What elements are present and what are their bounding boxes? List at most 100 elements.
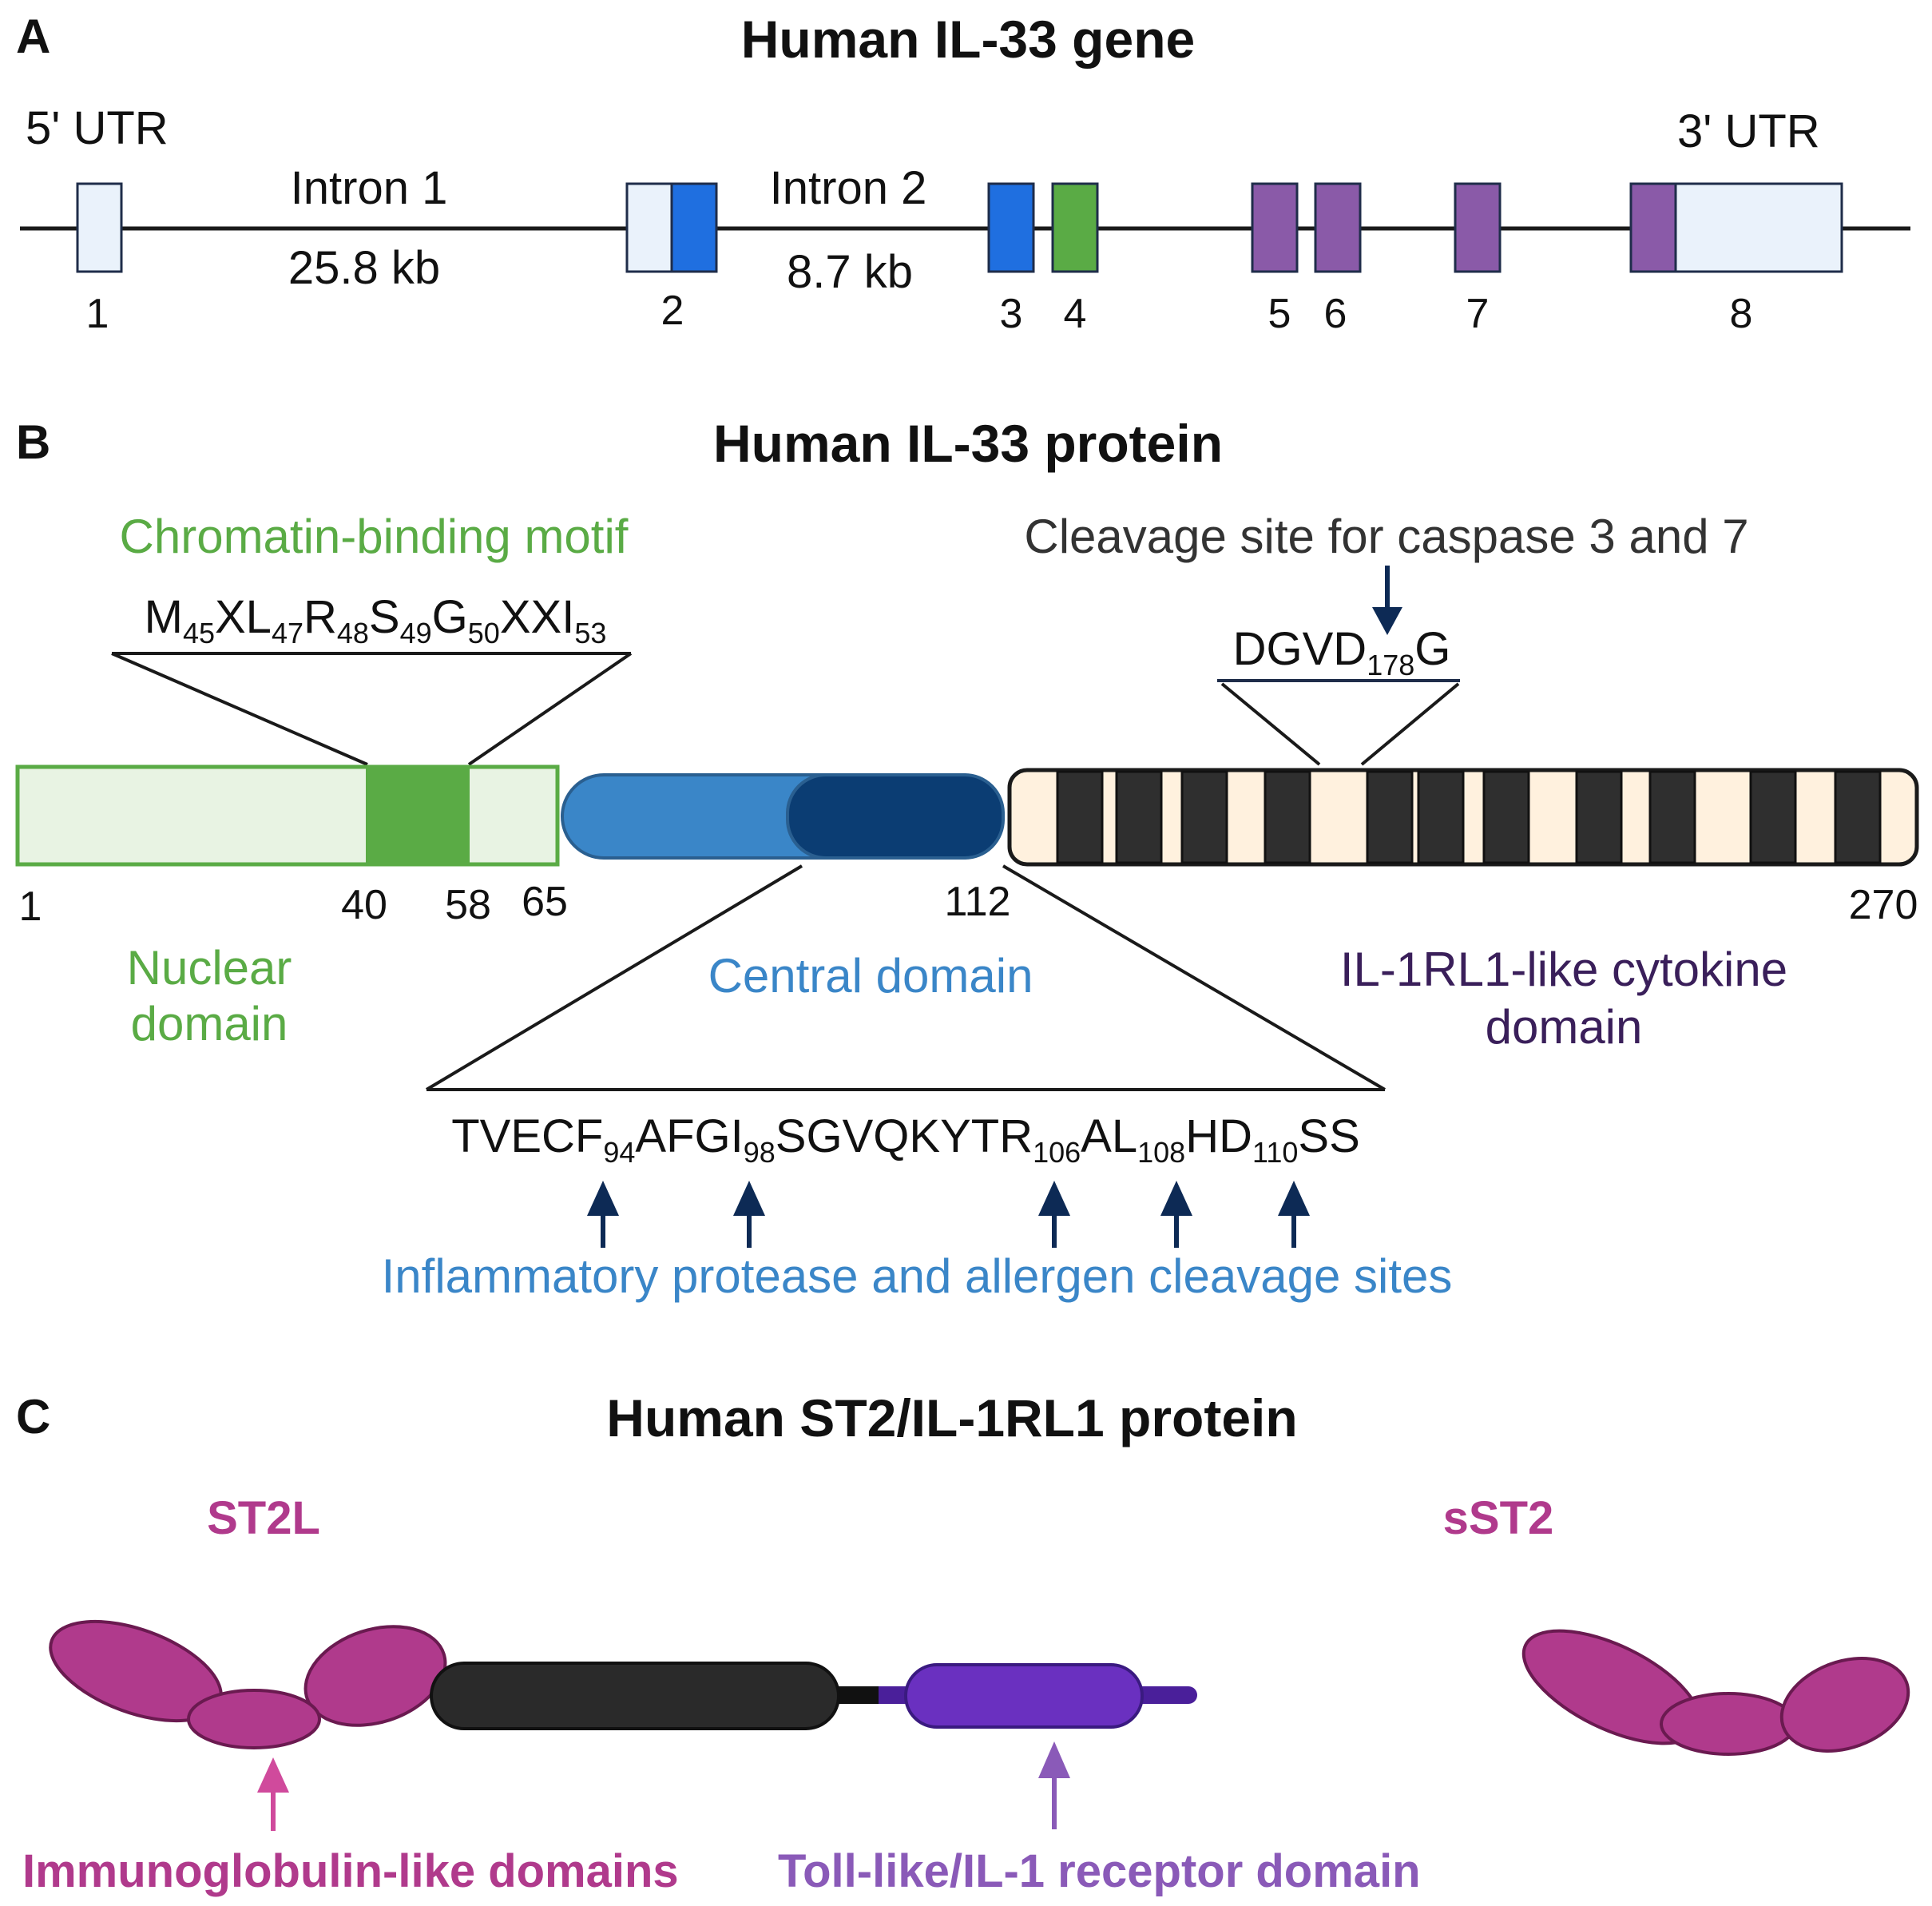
beta-strand-stripes bbox=[1056, 770, 1882, 864]
panel-letter-c: C bbox=[16, 1390, 50, 1443]
sst2-label: sST2 bbox=[1443, 1492, 1554, 1544]
sequence-subscript: 45 bbox=[183, 617, 215, 649]
sequence-subscript: 94 bbox=[603, 1136, 635, 1169]
sequence-subscript: 49 bbox=[400, 617, 432, 649]
st2l-protein bbox=[49, 1619, 1197, 1749]
nuclear-domain-bar bbox=[15, 764, 560, 867]
exon-number: 4 bbox=[1064, 291, 1087, 337]
exon-8 bbox=[1629, 182, 1677, 273]
sequence-subscript: 50 bbox=[468, 617, 500, 649]
central-domain-cleavage-region bbox=[786, 773, 1005, 860]
up-arrow-icon bbox=[587, 1181, 619, 1248]
position-label: 58 bbox=[445, 882, 491, 928]
sequence-residues: DGVD bbox=[1233, 623, 1367, 675]
up-arrow-icon bbox=[1038, 1741, 1070, 1829]
beta-strand-stripe bbox=[1749, 770, 1797, 864]
ig-domain-2 bbox=[1660, 1692, 1797, 1756]
zoom-line bbox=[111, 652, 368, 766]
cytokine-domain-label: IL-1RL1-like cytokine bbox=[1340, 943, 1787, 996]
central-domain-sequence: TVECF94AFGI98SGVQKYTR106AL108HD110SS bbox=[451, 1110, 1360, 1169]
exon-1 bbox=[76, 182, 123, 273]
zoom-line bbox=[467, 652, 633, 766]
panel-c: C Human ST2/IL-1RL1 protein ST2L sST2 bbox=[16, 1388, 1910, 1897]
exon-7 bbox=[1454, 182, 1502, 273]
sequence-subscript: 178 bbox=[1367, 649, 1414, 681]
beta-strand-stripe bbox=[1648, 770, 1696, 864]
intron2-name: Intron 2 bbox=[770, 162, 927, 214]
caspase-arrow-head-icon bbox=[1372, 607, 1402, 635]
protein-title: Human IL-33 protein bbox=[713, 414, 1223, 473]
zoom-line bbox=[425, 864, 803, 1091]
exon-number: 7 bbox=[1466, 291, 1490, 337]
beta-strand-stripe bbox=[1417, 770, 1465, 864]
intron1-size: 25.8 kb bbox=[288, 242, 440, 294]
exon-number: 6 bbox=[1324, 291, 1347, 337]
exon-4 bbox=[1051, 182, 1099, 273]
ig-domain-2 bbox=[187, 1689, 321, 1749]
sequence-residues: HD bbox=[1185, 1110, 1252, 1162]
sequence-residues: R bbox=[303, 591, 337, 643]
sequence-subscript: 53 bbox=[574, 617, 606, 649]
exon-2 bbox=[670, 182, 718, 273]
sequence-subscript: 47 bbox=[272, 617, 303, 649]
sequence-subscript: 106 bbox=[1033, 1136, 1081, 1169]
zoom-line bbox=[1360, 682, 1460, 766]
protease-cleavage-label: Inflammatory protease and allergen cleav… bbox=[382, 1249, 1453, 1303]
chromatin-binding-region bbox=[366, 767, 470, 864]
up-arrow-icon bbox=[1038, 1181, 1070, 1248]
beta-strand-stripe bbox=[1115, 770, 1163, 864]
sequence-subscript: 48 bbox=[337, 617, 369, 649]
gene-title: Human IL-33 gene bbox=[741, 10, 1195, 69]
st2l-extracellular-segment bbox=[430, 1662, 840, 1730]
protease-arrows bbox=[587, 1181, 1310, 1248]
up-arrow-icon bbox=[257, 1757, 289, 1831]
sequence-residues: TVECF bbox=[451, 1110, 603, 1162]
receptor-title: Human ST2/IL-1RL1 protein bbox=[606, 1388, 1297, 1447]
exon-3 bbox=[987, 182, 1035, 273]
tir-domain bbox=[904, 1663, 1144, 1729]
sequence-subscript: 108 bbox=[1137, 1136, 1185, 1169]
utr3-label: 3' UTR bbox=[1677, 105, 1820, 157]
exon-number: 1 bbox=[86, 291, 109, 337]
chromatin-motif-sequence: M45XL47R48S49G50XXI53 bbox=[145, 591, 607, 649]
caspase-cleavage-label: Cleavage site for caspase 3 and 7 bbox=[1024, 510, 1748, 563]
position-label: 65 bbox=[522, 879, 568, 925]
cytokine-domain-label: domain bbox=[1486, 1000, 1643, 1054]
beta-strand-stripe bbox=[1834, 770, 1882, 864]
panel-letter-a: A bbox=[16, 10, 50, 63]
beta-strand-stripe bbox=[1264, 770, 1311, 864]
beta-strand-stripe bbox=[1180, 770, 1228, 864]
zoom-line bbox=[1220, 682, 1321, 766]
panel-b: B Human IL-33 protein Chromatin-binding … bbox=[15, 414, 1919, 1303]
sequence-residues: XL bbox=[215, 591, 272, 643]
panel-letter-b: B bbox=[16, 415, 50, 469]
exon-2-utr bbox=[625, 182, 673, 273]
sequence-subscript: 110 bbox=[1252, 1136, 1298, 1169]
sequence-residues: XXI bbox=[500, 591, 575, 643]
beta-strand-stripe bbox=[1056, 770, 1104, 864]
position-label: 40 bbox=[341, 882, 387, 928]
intron1-name: Intron 1 bbox=[291, 162, 448, 214]
position-label: 112 bbox=[945, 879, 1011, 925]
beta-strand-stripe bbox=[1575, 770, 1623, 864]
sequence-subscript: 98 bbox=[744, 1136, 776, 1169]
st2l-label: ST2L bbox=[207, 1492, 320, 1544]
beta-strand-stripe bbox=[1366, 770, 1414, 864]
sst2-protein bbox=[1521, 1629, 1910, 1756]
tir-domain-label: Toll-like/IL-1 receptor domain bbox=[778, 1845, 1421, 1897]
nuclear-domain-label: domain bbox=[131, 997, 288, 1050]
exon-number: 3 bbox=[1000, 291, 1023, 337]
sequence-residues: AFGI bbox=[635, 1110, 743, 1162]
chromatin-motif-label: Chromatin-binding motif bbox=[120, 510, 629, 563]
sequence-residues: SGVQKYTR bbox=[776, 1110, 1033, 1162]
utr5-label: 5' UTR bbox=[26, 102, 169, 154]
sequence-residues: G bbox=[432, 591, 468, 643]
caspase-cleavage-sequence: DGVD178G bbox=[1233, 623, 1451, 681]
sequence-residues: G bbox=[1414, 623, 1450, 675]
ig-domain-3 bbox=[1779, 1657, 1910, 1753]
up-arrow-icon bbox=[1278, 1181, 1310, 1248]
beta-strand-stripe bbox=[1482, 770, 1530, 864]
central-domain-label: Central domain bbox=[708, 949, 1033, 1003]
